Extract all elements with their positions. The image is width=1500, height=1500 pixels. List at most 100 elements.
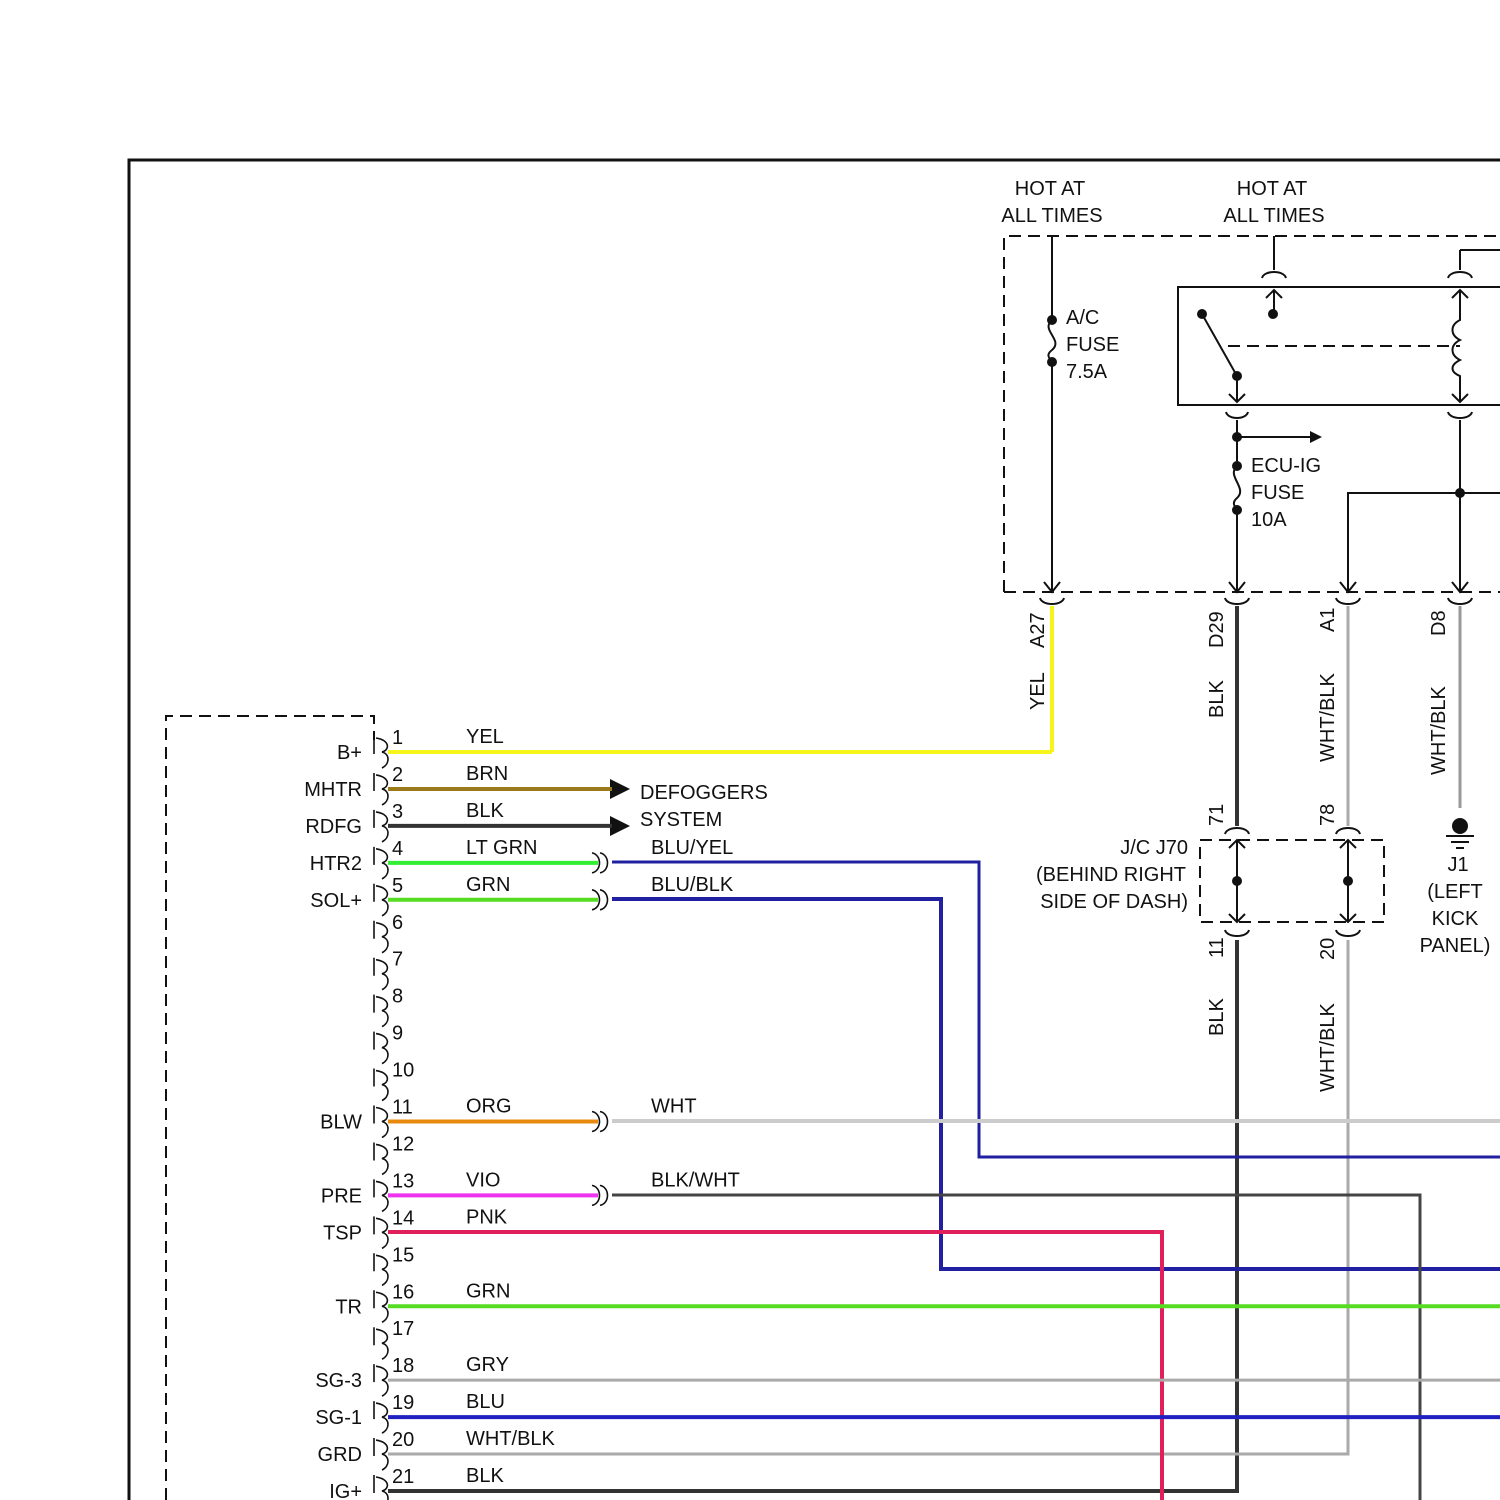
pin-row-10: 10 xyxy=(374,1060,414,1101)
pin-number: 19 xyxy=(392,1392,414,1414)
pin-ext-wire-color: BLU/BLK xyxy=(651,874,734,896)
pin-name: PRE xyxy=(321,1185,362,1207)
pin-wire-color: VIO xyxy=(466,1169,500,1191)
ac-fuse-label-3: 7.5A xyxy=(1066,361,1108,383)
wire-label-d8: WHT/BLK xyxy=(1428,685,1450,775)
hot-label-2-line-1: HOT AT xyxy=(1237,178,1307,200)
pin-number: 20 xyxy=(392,1429,414,1451)
pin-number: 21 xyxy=(392,1466,414,1488)
pin-number: 17 xyxy=(392,1318,414,1340)
ground-label-2: (LEFT xyxy=(1427,881,1483,903)
pin-connector-icon xyxy=(374,1364,388,1396)
pin-number: 18 xyxy=(392,1355,414,1377)
junction-label-3: SIDE OF DASH) xyxy=(1040,891,1188,913)
wire-label-a1: WHT/BLK xyxy=(1317,672,1339,762)
terminal-a27: A27 xyxy=(1027,612,1049,648)
hot-label-2-line-2: ALL TIMES xyxy=(1223,205,1324,227)
ig-feed xyxy=(1340,420,1500,592)
pin-wire-color: PNK xyxy=(466,1206,508,1228)
wire-label-d29: BLK xyxy=(1206,680,1228,718)
pin-number: 11 xyxy=(392,1097,413,1119)
pin-name: GRD xyxy=(318,1444,362,1466)
ecu-fuse-label-2: FUSE xyxy=(1251,482,1304,504)
pin-number: 4 xyxy=(392,838,403,860)
pin-wire-color: BRN xyxy=(466,763,508,785)
pin-name: SG-1 xyxy=(315,1407,362,1429)
junction-pin-71: 71 xyxy=(1206,804,1228,826)
pin-row-4: 4HTR2LT GRNBLU/YEL xyxy=(310,837,734,879)
terminal-a1: A1 xyxy=(1317,608,1339,632)
ac-fuse xyxy=(1044,236,1060,592)
ecu-fuse-label-3: 10A xyxy=(1251,509,1287,531)
pin-row-16: 16TRGRN xyxy=(335,1280,1500,1322)
pin-connector-icon xyxy=(374,1142,388,1174)
pin-name: TSP xyxy=(323,1222,362,1244)
ac-fuse-label-1: A/C xyxy=(1066,307,1099,329)
hot-label-1-line-1: HOT AT xyxy=(1015,178,1085,200)
defogger-arrow-2 xyxy=(610,816,630,836)
pin-connector-icon xyxy=(374,1106,388,1138)
pin-wire-color: GRN xyxy=(466,874,510,896)
pin-connector-icon xyxy=(374,921,388,953)
wire-pin5-blublk-route xyxy=(612,899,1500,1269)
pin-row-9: 9 xyxy=(374,1023,403,1064)
junction-label-2: (BEHIND RIGHT xyxy=(1036,864,1186,886)
defoggers-label-1: DEFOGGERS xyxy=(640,782,768,804)
pin-name: MHTR xyxy=(304,779,362,801)
pin-row-2: 2MHTR BRN xyxy=(304,763,612,805)
pin-number: 13 xyxy=(392,1170,414,1192)
pin-ext-wire-color: BLK/WHT xyxy=(651,1169,740,1191)
ecu-fuse-label-1: ECU-IG xyxy=(1251,455,1321,477)
terminal-d29: D29 xyxy=(1206,611,1228,648)
hot-label-1-line-2: ALL TIMES xyxy=(1001,205,1102,227)
pin-connector-icon xyxy=(374,1069,388,1101)
pin-connector-icon xyxy=(374,1253,388,1285)
pin-name: BLW xyxy=(320,1112,362,1134)
pin-connector-icon xyxy=(374,773,388,805)
pin-number: 10 xyxy=(392,1060,414,1082)
pin-row-8: 8 xyxy=(374,986,403,1027)
pin-number: 14 xyxy=(392,1207,414,1229)
pin-connector-icon xyxy=(374,847,388,879)
pin-row-17: 17 xyxy=(374,1318,414,1359)
pin-number: 16 xyxy=(392,1281,414,1303)
pin-name: SOL+ xyxy=(310,890,362,912)
pin-connector-icon xyxy=(374,1401,388,1433)
pin-name: SG-3 xyxy=(315,1370,362,1392)
pin-wire-color: LT GRN xyxy=(466,837,538,859)
pin-connector-icon xyxy=(374,958,388,990)
pin-row-7: 7 xyxy=(374,949,403,990)
pin-connector-icon xyxy=(374,884,388,916)
pin-name: B+ xyxy=(337,742,362,764)
ac-fuse-label-2: FUSE xyxy=(1066,334,1119,356)
wire-pin21-blk-route xyxy=(388,940,1237,1491)
pin-connector-icon xyxy=(374,995,388,1027)
pin-number: 2 xyxy=(392,764,403,786)
pin-number: 8 xyxy=(392,986,403,1008)
pin-number: 1 xyxy=(392,727,403,749)
pin-ext-wire-color: WHT xyxy=(651,1096,697,1118)
pin-number: 9 xyxy=(392,1023,403,1045)
pin-number: 6 xyxy=(392,912,403,934)
pin-connector-icon xyxy=(374,1032,388,1064)
ground-label-3: KICK xyxy=(1432,908,1479,930)
pin-connector-icon xyxy=(374,736,388,768)
ecu-ig-fuse xyxy=(1229,420,1322,592)
pin-wire-color: GRY xyxy=(466,1354,509,1376)
pin-name: TR xyxy=(335,1296,362,1318)
fuse-box-enclosure xyxy=(1004,236,1500,592)
pin-wire-color: ORG xyxy=(466,1096,512,1118)
pin-row-1: 1B+YEL xyxy=(337,726,504,768)
pin-row-3: 3RDFGBLK xyxy=(305,800,612,842)
fuse-box-connectors xyxy=(1040,598,1472,604)
pin-number: 15 xyxy=(392,1244,414,1266)
pin-connector-icon xyxy=(374,1475,388,1500)
ground-symbol xyxy=(1446,818,1474,848)
pin-number: 7 xyxy=(392,949,403,971)
